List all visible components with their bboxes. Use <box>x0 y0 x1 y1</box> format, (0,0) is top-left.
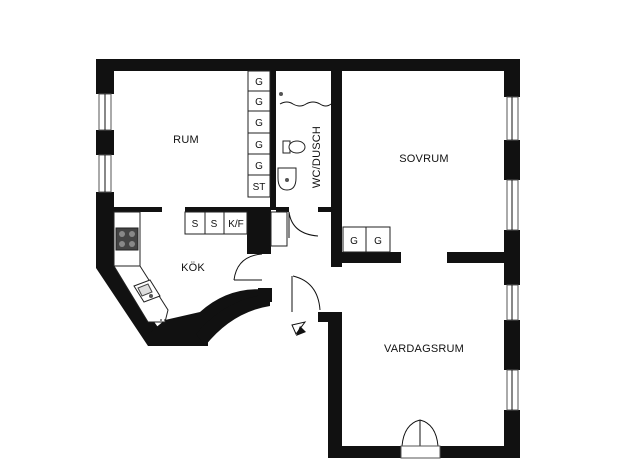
interior-walls <box>114 71 507 267</box>
wardrobe-label: G <box>255 140 263 151</box>
wc-fixtures <box>270 92 332 247</box>
cabinet-label: S <box>211 219 218 230</box>
room-label-wc-dusch: WC/DUSCH <box>311 126 323 188</box>
fridge-freezer-label: K/F <box>228 219 244 230</box>
room-label-sovrum: SOVRUM <box>399 153 448 165</box>
kitchen-corner-walls <box>96 266 272 346</box>
kitchen-units: S S K/F <box>184 211 248 235</box>
shower-curtain-icon <box>279 101 332 107</box>
room-labels: RUM SOVRUM KÖK WC/DUSCH VARDAGSRUM <box>173 126 464 355</box>
toilet-icon <box>282 140 306 154</box>
kitchen-counter <box>113 211 205 323</box>
storage-label: ST <box>253 182 266 193</box>
room-label-rum: RUM <box>173 134 199 146</box>
wardrobe-sovrum: G G <box>342 226 391 253</box>
wardrobe-label: G <box>374 236 382 247</box>
wardrobe-label: G <box>255 97 263 108</box>
room-label-vardagsrum: VARDAGSRUM <box>384 343 464 355</box>
outer-walls <box>96 59 520 458</box>
doors <box>233 211 441 459</box>
wardrobe-label: G <box>255 161 263 172</box>
stove-icon <box>115 227 139 251</box>
room-label-kok: KÖK <box>181 262 205 274</box>
wardrobe-label: G <box>255 77 263 88</box>
windows <box>98 93 519 411</box>
wardrobe-label: G <box>255 118 263 129</box>
sink-icon <box>133 279 161 303</box>
wardrobe-rum: G G G G G ST <box>247 70 271 198</box>
washbasin-icon <box>277 167 297 191</box>
wardrobe-label: G <box>350 236 358 247</box>
cabinet-label: S <box>192 219 199 230</box>
